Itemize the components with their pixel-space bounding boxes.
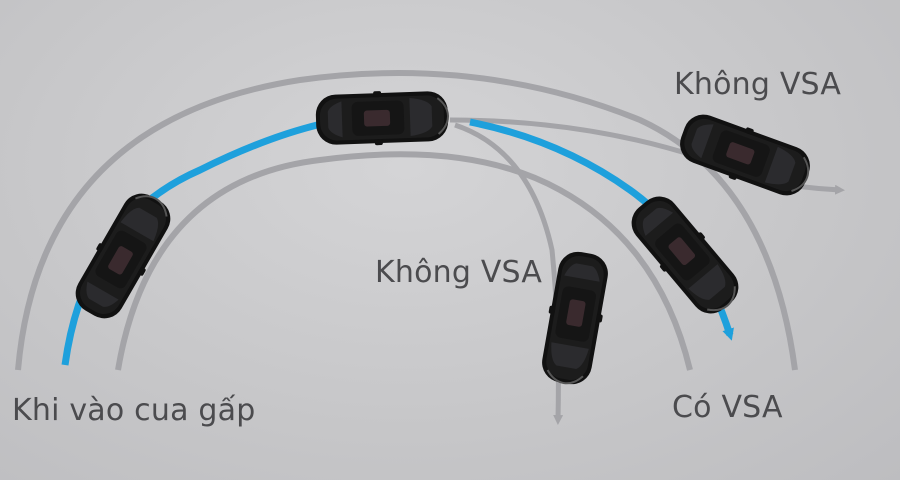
without-vsa-label-middle: Không VSA [375,255,543,290]
with-vsa-label: Có VSA [672,390,783,425]
car-oversteer [535,247,615,389]
car-entry [65,184,181,328]
car-understeer [672,106,818,204]
without-vsa-label-top: Không VSA [674,67,842,102]
entry-label: Khi vào cua gấp [12,393,256,428]
inner-lane-line [115,151,693,371]
outer-lane-line [15,70,798,371]
car-top [314,87,450,149]
car-vsa [620,186,750,324]
